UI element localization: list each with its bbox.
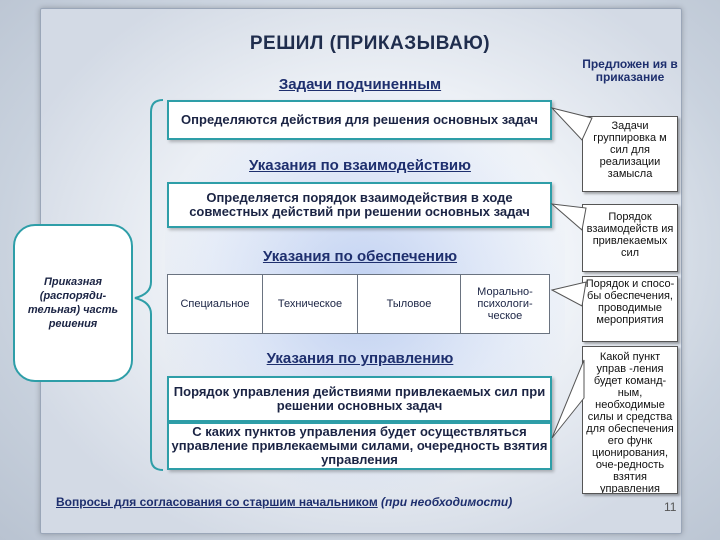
box-control-2-text: С каких пунктов управления будет осущест…	[171, 424, 548, 467]
slide-title: РЕШИЛ (ПРИКАЗЫВАЮ)	[249, 33, 491, 54]
cell-technical: Техническое	[262, 274, 358, 334]
callout-tasks: Задачи группировка м сил для реализации …	[582, 116, 678, 192]
left-brace	[134, 99, 164, 471]
callout-support: Порядок и спосо-бы обеспечения, проводим…	[582, 276, 678, 342]
box-tasks-text: Определяются действия для решения основн…	[181, 112, 538, 127]
box-control-1-text: Порядок управления действиями привлекаем…	[173, 384, 546, 413]
cell-rear: Тыловое	[357, 274, 461, 334]
footer-prefix: Вопросы для согласования со старшим нача…	[56, 495, 378, 509]
cell-special: Специальное	[167, 274, 263, 334]
heading-tasks: Задачи подчиненным	[278, 76, 442, 93]
left-label-text: Приказная (распоряди-тельная) часть реше…	[27, 276, 119, 330]
box-interaction: Определяется порядок взаимодействия в хо…	[167, 182, 552, 228]
heading-support: Указания по обеспечению	[262, 248, 458, 265]
box-control-2: С каких пунктов управления будет осущест…	[167, 422, 552, 470]
cell-moral: Морально-психологи-ческое	[460, 274, 550, 334]
side-title: Предложен ия в приказание	[582, 58, 678, 84]
footer-note: Вопросы для согласования со старшим нача…	[56, 495, 512, 509]
callout-interaction: Порядок взаимодейств ия привлекаемых сил	[582, 204, 678, 272]
heading-interaction: Указания по взаимодействию	[249, 157, 471, 174]
box-control-1: Порядок управления действиями привлекаем…	[167, 376, 552, 422]
left-label-box: Приказная (распоряди-тельная) часть реше…	[13, 224, 133, 382]
heading-control: Указания по управлению	[266, 350, 454, 367]
page-number: 11	[664, 500, 677, 514]
box-tasks: Определяются действия для решения основн…	[167, 100, 552, 140]
callout-control: Какой пункт управ -ления будет команд-ны…	[582, 346, 678, 494]
box-interaction-text: Определяется порядок взаимодействия в хо…	[189, 190, 530, 219]
footer-italic: (при необходимости)	[381, 495, 513, 509]
